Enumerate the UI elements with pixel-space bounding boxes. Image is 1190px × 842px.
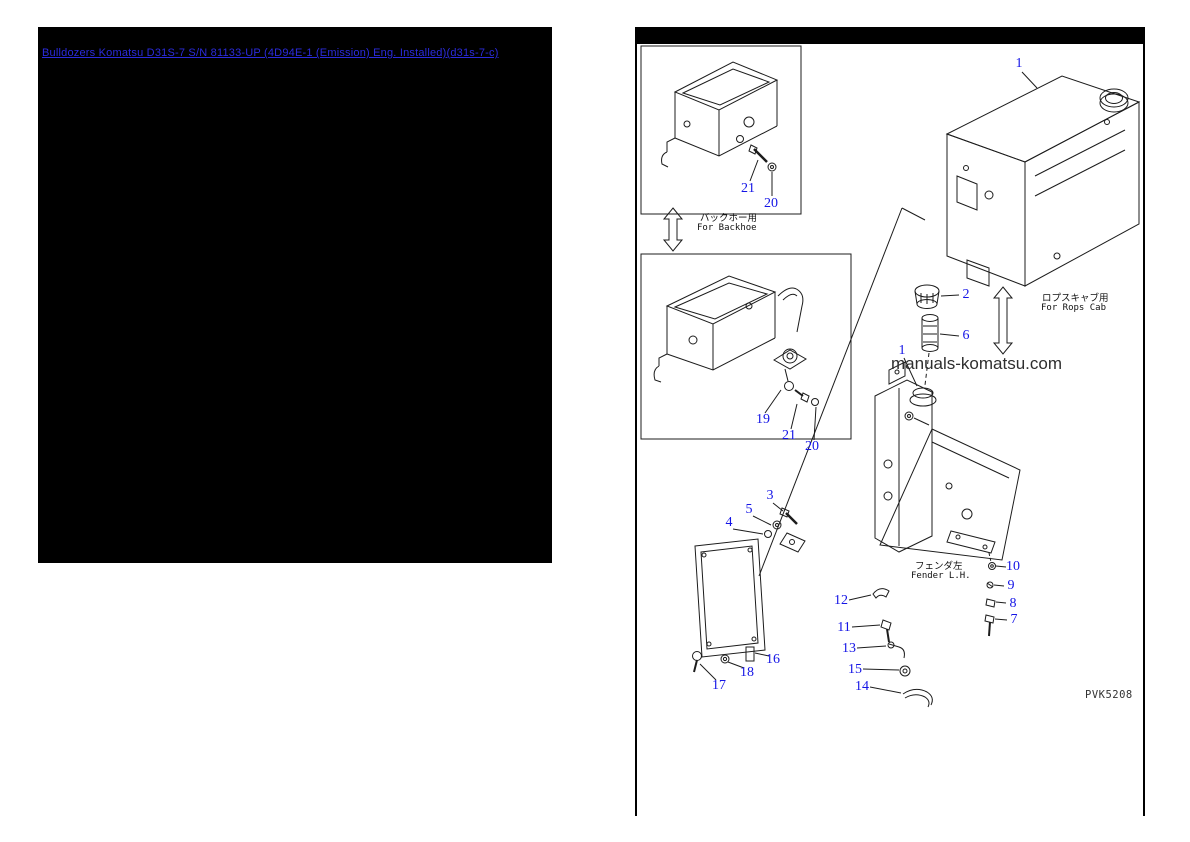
rops-arrow	[992, 286, 1014, 355]
callout-10: 10	[1006, 559, 1020, 574]
callout-16: 16	[766, 652, 780, 667]
callout-20-box1: 20	[764, 196, 778, 211]
callout-14: 14	[855, 679, 869, 694]
fender-bracket-bolts-7-10	[946, 530, 1008, 637]
callout-9: 9	[1007, 578, 1015, 593]
main-frame-assembly	[874, 357, 1021, 561]
hose-clamp-parts-11-15	[848, 588, 933, 708]
backhoe-arrow	[662, 207, 684, 252]
callout-6: 6	[962, 328, 970, 343]
callout-7: 7	[1010, 612, 1018, 627]
bolt-cluster-16-17-18	[692, 646, 770, 681]
diagram-top-bar	[637, 27, 1143, 44]
callout-11: 11	[837, 620, 851, 635]
projection-lines	[758, 207, 926, 577]
catalog-title-link[interactable]: Bulldozers Komatsu D31S-7 S/N 81133-UP (…	[42, 47, 499, 59]
strainer-part	[921, 314, 960, 386]
drawing-code: PVK5208	[1085, 689, 1133, 701]
callout-2: 2	[962, 287, 970, 302]
diagram-content: 21 20 1 2 6 1 19 21 20 3 5 4 12 11 13 15…	[637, 44, 1143, 816]
callout-12: 12	[834, 593, 848, 608]
callout-1-frame: 1	[898, 343, 906, 358]
bracket-detail-box	[640, 253, 852, 441]
bolt-cluster-3-4-5	[732, 502, 806, 553]
callout-8: 8	[1009, 596, 1017, 611]
label-fender-jp: フェンダ左	[915, 561, 963, 572]
callout-3: 3	[766, 488, 774, 503]
parts-diagram-panel: 21 20 1 2 6 1 19 21 20 3 5 4 12 11 13 15…	[635, 27, 1145, 816]
left-black-panel: Bulldozers Komatsu D31S-7 S/N 81133-UP (…	[38, 27, 552, 563]
callout-21-box2: 21	[782, 428, 796, 443]
fuel-tank-rops	[945, 71, 1141, 287]
label-for-backhoe-en: For Backhoe	[697, 223, 757, 233]
label-rops-cab-jp: ロプスキャブ用	[1042, 293, 1109, 304]
callout-20-box2: 20	[805, 439, 819, 454]
parts-line-art	[640, 45, 1141, 708]
callout-18: 18	[740, 665, 754, 680]
label-for-backhoe-jp: バックホー用	[700, 213, 758, 224]
filler-cap-part	[914, 284, 960, 309]
fender-plate	[694, 538, 766, 658]
callout-5: 5	[745, 502, 753, 517]
callout-4: 4	[725, 515, 733, 530]
backhoe-bracket-box	[640, 45, 802, 215]
callout-17: 17	[712, 678, 726, 693]
callout-13: 13	[842, 641, 856, 656]
callout-1-tank: 1	[1015, 56, 1023, 71]
callout-21-box1: 21	[741, 181, 755, 196]
watermark: manuals-komatsu.com	[891, 354, 1063, 373]
callout-15: 15	[848, 662, 862, 677]
label-rops-cab-en: For Rops Cab	[1041, 303, 1107, 313]
label-fender-en: Fender L.H.	[911, 571, 971, 581]
callout-19: 19	[756, 412, 770, 427]
